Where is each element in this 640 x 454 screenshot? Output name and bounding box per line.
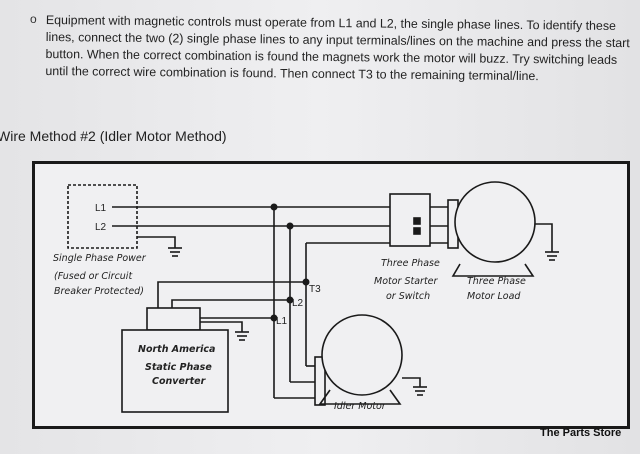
label-t3: T3 bbox=[309, 284, 321, 295]
converter-label-1: North America bbox=[138, 344, 215, 355]
motor-starter-icon bbox=[389, 193, 431, 247]
bullet-marker: o bbox=[30, 12, 37, 26]
converter-label-3: Converter bbox=[152, 376, 207, 387]
phase-converter-icon bbox=[121, 307, 229, 413]
converter-label-2: Static Phase bbox=[145, 362, 212, 373]
load-label-2: Motor Load bbox=[467, 291, 521, 302]
starter-label-1: Three Phase bbox=[381, 258, 440, 269]
section-heading: Wire Method #2 (Idler Motor Method) bbox=[0, 128, 227, 144]
junction-dots bbox=[270, 203, 310, 322]
starter-label-3: or Switch bbox=[386, 291, 430, 302]
label-l2: L2 bbox=[95, 222, 107, 233]
starter-label-2: Motor Starter bbox=[374, 276, 439, 287]
idler-motor-icon bbox=[314, 314, 403, 406]
wires bbox=[112, 206, 553, 399]
label-idler-l2: L2 bbox=[292, 298, 304, 309]
single-phase-power-box bbox=[67, 184, 138, 249]
power-note-2: Breaker Protected) bbox=[54, 286, 144, 297]
load-label-1: Three Phase bbox=[467, 276, 526, 287]
label-idler-l1: L1 bbox=[276, 316, 288, 327]
idler-motor-label: Idler Motor bbox=[334, 401, 387, 412]
three-phase-motor-icon bbox=[447, 181, 536, 277]
ground-icon bbox=[168, 247, 559, 396]
label-l1: L1 bbox=[95, 203, 107, 214]
power-label: Single Phase Power bbox=[53, 253, 147, 264]
power-note-1: (Fused or Circuit bbox=[54, 271, 133, 282]
watermark: The Parts Store bbox=[540, 427, 622, 439]
